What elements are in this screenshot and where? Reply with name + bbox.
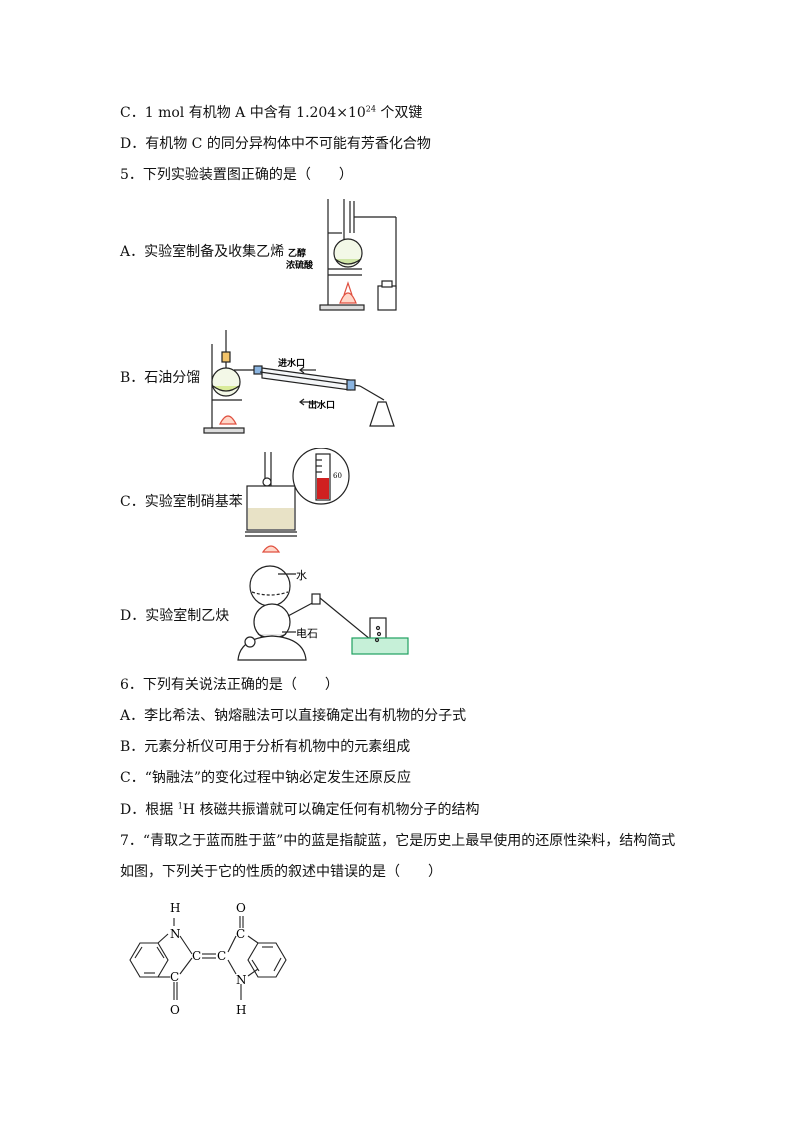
exponent: 24 [365,104,376,114]
atom-o-top: O [236,901,246,915]
atom-c-carbonyl-left: C [170,970,179,984]
sulfuric-acid-label: 浓硫酸 [286,259,314,271]
atom-n-right: N [236,973,247,987]
water-label: 水 [296,569,307,582]
q6-option-b: B．元素分析仪可用于分析有机物中的元素组成 [120,739,411,755]
q6-stem: 6．下列有关说法正确的是（ ） [120,677,339,693]
distillation-apparatus-figure: 进水口 出水口 [203,330,395,434]
ethanol-label: 乙醇 [288,247,306,259]
q5-stem: 5．下列实验装置图正确的是（ ） [120,167,353,183]
atom-c-left: C [192,949,201,963]
acetylene-apparatus-figure: 水 电石 [237,565,409,661]
isotope-superscript: 1 [177,801,183,811]
q4-option-d: D．有机物 C 的同分异构体中不可能有芳香化合物 [120,136,431,152]
indigo-structure-figure: H N C C C O O C N H [129,901,287,1017]
q6-option-a: A．李比希法、钠熔融法可以直接确定出有机物的分子式 [120,708,467,724]
q7-stem-line2: 如图，下列关于它的性质的叙述中错误的是（ ） [120,864,442,880]
q6-option-d-text: H 核磁共振谱就可以确定任何有机物分子的结构 [182,802,480,818]
atom-h-top: H [170,901,180,915]
water-inlet-label: 进水口 [278,357,305,369]
q6-option-d-prefix: D．根据 [120,802,178,818]
q4-option-c-text: C．1 mol 有机物 A 中含有 1.204×10 [120,105,366,121]
q4-option-c: C．1 mol 有机物 A 中含有 1.204×1024 个双键 [120,103,422,123]
ethylene-apparatus-figure: 乙醇 浓硫酸 [286,199,397,311]
thermometer-reading: 60 [333,472,342,480]
nitrobenzene-apparatus-figure: 60 [245,448,350,553]
q6-option-d: D．根据 1H 核磁共振谱就可以确定任何有机物分子的结构 [120,800,479,820]
q5-option-a: A．实验室制备及收集乙烯 [120,244,285,260]
water-outlet-label: 出水口 [308,399,335,411]
q5-option-c: C．实验室制硝基苯 [120,494,243,510]
atom-o-bottom: O [170,1003,180,1017]
atom-h-bottom: H [236,1003,246,1017]
q5-option-d: D．实验室制乙炔 [120,608,230,624]
atom-c-carbonyl-right: C [236,927,245,941]
q4-option-c-tail: 个双键 [375,105,423,121]
q5-option-b: B．石油分馏 [120,370,201,386]
calcium-carbide-label: 电石 [296,627,318,640]
atom-c-right: C [217,949,226,963]
q6-option-c: C．“钠融法”的变化过程中钠必定发生还原反应 [120,770,412,786]
atom-n-left: N [170,927,181,941]
q7-stem-line1: 7．“青取之于蓝而胜于蓝”中的蓝是指靛蓝，它是历史上最早使用的还原性染料，结构简… [120,833,676,849]
